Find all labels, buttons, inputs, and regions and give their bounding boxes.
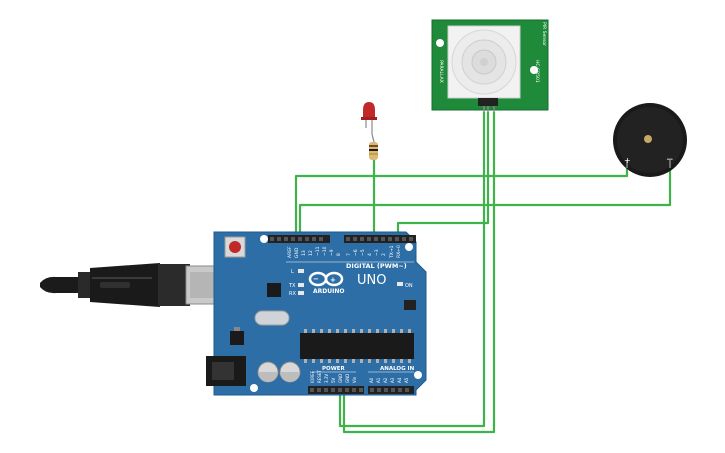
red-led[interactable] [361, 102, 377, 134]
mounting-hole [530, 66, 538, 74]
pin-label: TX→1 [389, 245, 395, 259]
pin-label: 4 [367, 253, 373, 256]
wire-pir-vcc[interactable] [338, 112, 486, 428]
mounting-hole [414, 371, 422, 379]
svg-text:+: + [330, 276, 336, 284]
rx-label: RX [289, 291, 296, 297]
on-label: ON [405, 283, 413, 289]
pin-label: 2 [381, 253, 387, 256]
brand-label: ARDUINO [313, 288, 344, 295]
pir-side-label-right: PIR Sensor [541, 22, 547, 46]
pin-label: ~6 [353, 249, 359, 256]
wires [294, 112, 672, 434]
analog-header [368, 386, 414, 394]
mounting-hole [250, 384, 258, 392]
pin-label: 13 [301, 250, 307, 256]
power-pin-label: GND [345, 374, 350, 383]
analog-pin-label: A2 [383, 377, 388, 383]
pir-connector [478, 98, 498, 106]
microcontroller-chip [300, 329, 414, 363]
tx-label: TX [288, 283, 296, 289]
pin-label: ~3 [374, 249, 380, 256]
power-label: POWER [322, 366, 346, 372]
svg-text:−: − [313, 275, 319, 283]
buzzer-minus-label: − [666, 155, 674, 165]
wire-pir-gnd[interactable] [342, 112, 496, 434]
mounting-hole [260, 235, 268, 243]
power-pin-label: 5V [331, 377, 336, 383]
on-led [397, 282, 403, 286]
voltage-regulator [230, 327, 244, 345]
power-pin-label: RESET [317, 370, 322, 383]
piezo-buzzer[interactable]: + − [613, 103, 687, 177]
mounting-hole [405, 243, 413, 251]
arduino-logo: − + [308, 271, 344, 287]
pin-label: ~5 [360, 249, 366, 256]
power-jack [206, 356, 246, 386]
pir-model-label: HC-SR501 [534, 60, 540, 83]
rx-led [298, 291, 304, 295]
reset-button[interactable] [224, 236, 246, 258]
power-pin-label: 3.3V [324, 374, 329, 383]
l-led [298, 269, 304, 273]
crystal [254, 310, 290, 326]
gnd-label: GND [294, 247, 300, 258]
l-label: L [291, 269, 294, 275]
aref-label: AREF [287, 246, 293, 258]
board-name: UNO [357, 273, 386, 288]
digital-header [268, 235, 416, 243]
arduino-board[interactable]: AREF GND 13 12 ~11 ~10 ~9 8 7 ~6 ~5 4 ~3… [206, 231, 427, 396]
wire-pir-out[interactable] [396, 112, 490, 239]
tx-led [298, 283, 304, 287]
analog-label: ANALOG IN [380, 366, 415, 372]
pin-label: ~11 [315, 246, 321, 256]
digital-label: DIGITAL (PWM~) [346, 262, 407, 270]
wire-buzzer-plus[interactable] [294, 168, 629, 239]
analog-pin-label: A1 [376, 377, 381, 383]
mounting-hole [436, 39, 444, 47]
pin-label: ~9 [329, 249, 335, 256]
analog-pin-label: A5 [404, 377, 409, 383]
power-pin-label: IOREF [310, 370, 315, 383]
pin-label: ~10 [322, 246, 328, 256]
usb-chip [267, 283, 281, 297]
buzzer-plus-label: + [624, 156, 631, 165]
usb-cable [40, 263, 223, 307]
power-pin-label: GND [338, 374, 343, 383]
icsp-header [404, 300, 416, 310]
pir-side-label-left: PARALLAX [438, 60, 444, 83]
power-pin-label: Vin [352, 376, 357, 383]
resistor[interactable] [369, 133, 378, 160]
analog-pin-label: A0 [369, 377, 374, 383]
pin-label: 8 [336, 253, 342, 256]
power-header [308, 386, 364, 394]
pir-sensor[interactable]: PARALLAX PIR Sensor HC-SR501 [431, 19, 549, 112]
analog-pin-label: A4 [397, 377, 402, 383]
buzzer-center [644, 135, 652, 143]
analog-pin-label: A3 [390, 377, 395, 383]
pin-label: RX←0 [396, 245, 402, 258]
pin-label: 7 [346, 253, 352, 256]
pin-label: 12 [308, 250, 314, 256]
